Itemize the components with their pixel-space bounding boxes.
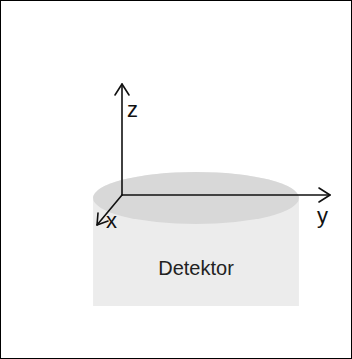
axis-label: y [317,205,328,227]
arrowhead [115,84,129,95]
detector-cylinder: Detektor [92,171,300,306]
cylinder-outline [92,171,300,306]
cylinder-top [93,172,299,224]
y-axis [122,194,330,196]
arrowhead [319,188,330,202]
cylinder-body [93,172,299,306]
z-axis [121,84,123,195]
axis-label: x [106,210,117,232]
node-label: Detektor [92,257,300,280]
arrowhead [97,213,108,225]
axis-label: z [127,99,138,121]
x-axis [97,195,122,225]
